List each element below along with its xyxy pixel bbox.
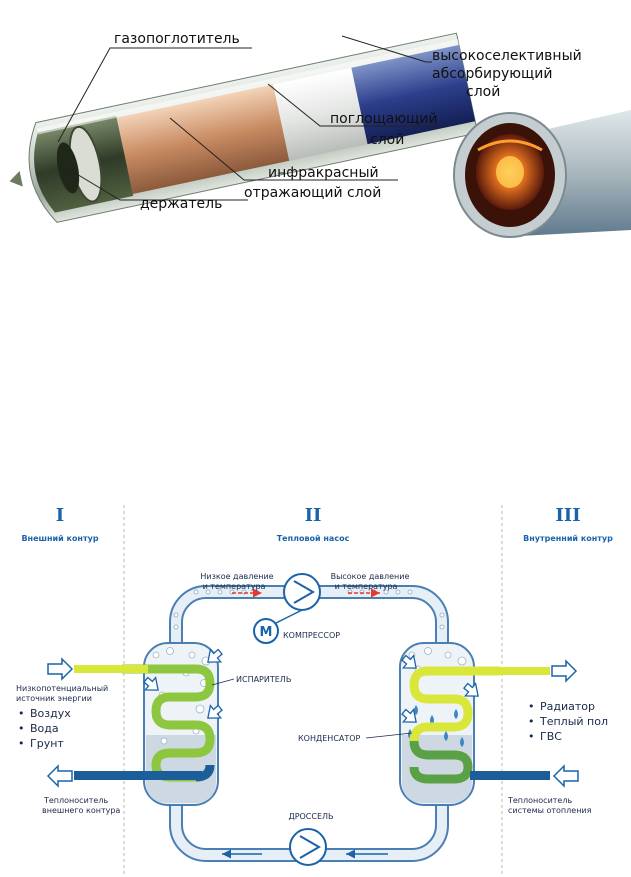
svg-text:•: • [18,707,25,720]
svg-text:•: • [18,722,25,735]
arrow-supply-out [551,659,578,683]
label-source-line1: Низкопотенциальный [16,684,108,693]
label-carrier-int-line1: Теплоноситель [507,796,572,805]
tube-cross-section [453,110,631,238]
label-throttle: ДРОССЕЛЬ [288,812,333,821]
solar-tube-diagram: газопоглотитель высокоселективный абсорб… [9,31,631,238]
label-condenser: КОНДЕНСАТОР [298,734,361,743]
label-carrier-ext-line2: внешнего контура [42,806,120,815]
infrared-reflective-layer [116,84,290,194]
label-high-pressure-line1: Высокое давление [331,572,410,581]
label-low-pressure-line2: и температура [203,582,266,591]
svg-text:•: • [528,730,535,743]
source-item-water: Вода [30,722,59,735]
label-selective-line3: слой [466,84,500,100]
label-high-pressure-line2: и температура [335,582,398,591]
label-holder: держатель [140,196,222,212]
label-infrared-line1: инфракрасный [268,165,379,181]
motor-letter: M [260,625,273,640]
leader-lines [57,35,446,201]
source-warm-pipe [74,665,148,673]
source-item-ground: Грунт [30,737,64,750]
label-absorbing-line1: поглощающий [330,111,438,127]
source-list: • Воздух • Вода • Грунт [18,707,71,750]
condensate-drops [408,705,464,747]
section-three-numeral: III [555,505,580,526]
arrow-source-out [46,764,73,788]
supply-warm-pipe [470,667,550,675]
consumer-list: • Радиатор • Теплый пол • ГВС [528,700,608,743]
throttle-symbol [289,828,327,866]
label-carrier-ext-line1: Теплоноситель [43,796,108,805]
consumer-item-floor: Теплый пол [539,715,608,728]
selective-absorbing-layer [351,44,476,145]
motor-symbol [253,618,279,644]
svg-text:•: • [528,715,535,728]
heat-pump-diagram: I Внешний контур II Тепловой насос III В… [16,505,613,877]
section-one-numeral: I [56,505,64,526]
svg-text:•: • [528,700,535,713]
label-compressor: КОМПРЕССОР [283,631,340,640]
section-two-title: Тепловой насос [277,534,350,543]
label-getter: газопоглотитель [114,31,240,47]
section-one-title: Внешний контур [21,534,98,543]
consumer-item-hot-water: ГВС [540,730,562,743]
return-cold-pipe [470,771,550,780]
label-source-line2: источник энергии [16,694,92,703]
arrow-source-in [47,657,74,681]
source-cold-pipe [74,771,202,780]
source-item-air: Воздух [30,707,71,720]
label-low-pressure-line1: Низкое давление [200,572,273,581]
label-carrier-int-line2: системы отопления [508,806,592,815]
svg-text:•: • [18,737,25,750]
section-two-numeral: II [305,505,322,526]
section-three-title: Внутренний контур [523,534,613,543]
label-selective-line2: абсорбирующий [432,66,552,82]
condenser-arrows [401,654,479,723]
label-selective-line1: высокоселективный [432,48,582,64]
arrow-return-in [552,764,579,788]
label-absorbing-line2: слой [370,132,404,148]
evaporator-arrows [143,648,223,719]
absorbing-layer [273,67,368,161]
consumer-item-radiator: Радиатор [540,700,595,713]
label-evaporator: ИСПАРИТЕЛЬ [236,675,291,684]
evacuated-tube [9,32,479,223]
condenser-vessel [399,642,500,806]
label-infrared-line2: отражающий слой [244,185,381,201]
